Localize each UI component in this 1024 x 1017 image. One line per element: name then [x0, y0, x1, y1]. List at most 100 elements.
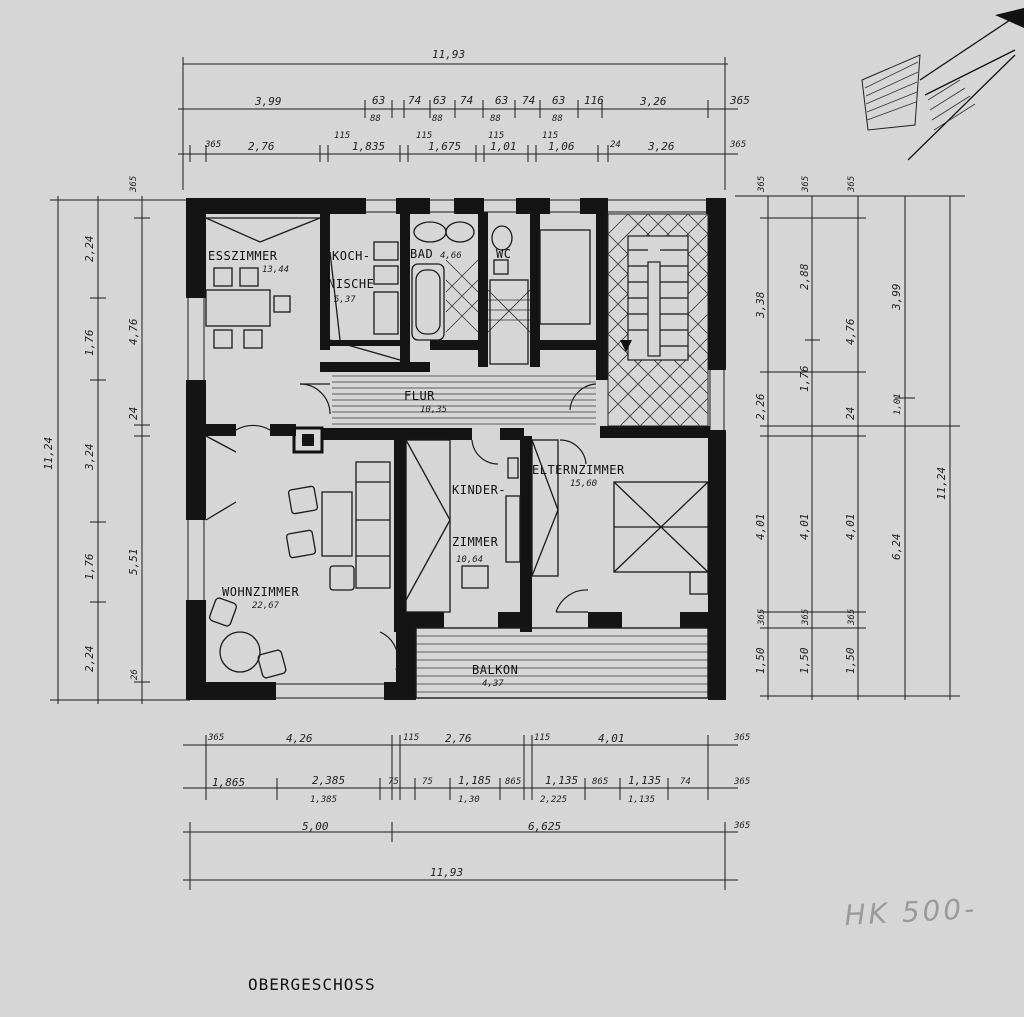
dim-top2-6: 1,675 [428, 140, 461, 153]
room-label-kochnische: KOCH-NISCHE [328, 249, 374, 291]
dim-right2-5: 1,50 [754, 647, 767, 674]
dim-bot3-3: 365 [733, 821, 750, 831]
north-arrow-icon [861, 8, 1024, 161]
dim-bottom-overall: 11,93 [430, 866, 463, 879]
dim-top2-7: 115 [488, 131, 504, 141]
dim-bot2-sub-1: 1,385 [310, 795, 337, 805]
room-area-bad: 4,66 [440, 251, 462, 261]
dim-left3-5: 26 [130, 669, 140, 680]
dim-top2-4: 1,835 [352, 140, 385, 153]
dim-right1-2: 365 [801, 176, 811, 193]
dim-bot2-3: 75 [388, 777, 399, 787]
windows [187, 199, 725, 699]
dim-top2-2: 2,76 [248, 140, 275, 153]
dim-right2-3: 4,01 [754, 514, 767, 541]
dim-top-9: 116 [584, 94, 604, 107]
dim-top-4: 63 [433, 94, 446, 107]
room-label-kinderzimmer: KINDER-ZIMMER [452, 483, 506, 549]
hallway-floor [332, 375, 596, 425]
dim-right5-2: 1,01 [893, 393, 903, 415]
dim-top-5: 74 [460, 94, 473, 107]
dim-top-8: 63 [552, 94, 565, 107]
room-label-wohnzimmer: WOHNZIMMER [222, 585, 300, 599]
dim-top2-12: 3,26 [647, 140, 675, 153]
dim-top2-3: 115 [334, 131, 350, 141]
dim-bot2-5: 1,185 [458, 774, 491, 787]
dim-bot1-1: 365 [207, 733, 224, 743]
dim-bot2-11: 365 [733, 777, 750, 787]
dim-left3-1: 365 [129, 176, 139, 193]
dim-bot1-4: 2,76 [445, 732, 472, 745]
dim-top2-9: 115 [542, 131, 558, 141]
dim-right1-3: 365 [847, 176, 857, 193]
dim-right3-3: 4,01 [798, 514, 811, 541]
kitchen-fixtures [329, 241, 401, 361]
dim-right3-2: 1,76 [798, 365, 811, 392]
room-area-esszimmer: 13,44 [262, 265, 289, 275]
room-area-elternzimmer: 15,60 [570, 479, 597, 489]
dim-right4-4: 365 [847, 609, 857, 626]
room-label-elternzimmer: ELTERNZIMMER [532, 463, 625, 477]
dim-left2-1: 2,24 [83, 236, 96, 263]
dim-right2-2: 2,26 [754, 393, 767, 420]
room-label-balkon: BALKON [472, 663, 518, 677]
dim-bot1-5: 115 [534, 733, 550, 743]
dim-top-11: 365 [729, 94, 750, 107]
dim-bot2-4: 75 [422, 777, 433, 787]
dim-top2-13: 365 [729, 140, 746, 150]
bathroom-fixtures [411, 221, 479, 341]
balcony-floor [415, 627, 709, 699]
dim-bot2-6: 865 [505, 777, 521, 787]
room-area-flur: 10,35 [420, 405, 447, 415]
dim-top2-8: 1,01 [490, 140, 517, 153]
dim-left3-4: 5,51 [127, 549, 140, 576]
dim-bot2-7: 1,135 [545, 774, 578, 787]
bottom-dimensions: 365 4,26 115 2,76 115 4,01 365 1,865 2,3… [183, 732, 750, 890]
dim-top-sub-4: 88 [552, 114, 563, 124]
dim-bot2-9: 1,135 [628, 774, 661, 787]
dim-bot2-1: 1,865 [212, 776, 245, 789]
dim-right1-1: 365 [757, 176, 767, 193]
dim-bot2-sub-3: 2,225 [540, 795, 567, 805]
dim-left2-3: 3,24 [83, 444, 96, 472]
dim-bot3-1: 5,00 [302, 820, 329, 833]
dim-right4-1: 4,76 [844, 318, 857, 345]
dim-bot2-8: 865 [592, 777, 608, 787]
room-label-wc: WC [496, 247, 511, 261]
dim-right3-4: 365 [801, 609, 811, 626]
right-dimensions: 365 365 365 3,38 2,26 4,01 365 1,50 2,88… [735, 176, 965, 700]
dim-bot1-2: 4,26 [286, 732, 313, 745]
dim-left2-4: 1,76 [83, 553, 96, 580]
dim-top-1: 3,99 [254, 95, 282, 108]
dim-left3-3: 24 [127, 407, 140, 420]
interior-walls [206, 212, 726, 698]
dim-left-overall: 11,24 [42, 437, 55, 470]
top-dimensions: 11,93 3,99 63 74 63 74 63 74 63 116 3,26… [178, 48, 750, 190]
dim-top-10: 3,26 [639, 95, 667, 108]
dim-top2-10: 1,06 [548, 140, 575, 153]
living-furniture [205, 435, 391, 679]
dim-top-sub-3: 88 [490, 114, 501, 124]
dim-right4-5: 1,50 [844, 647, 857, 674]
dim-left2-5: 2,24 [83, 646, 96, 673]
drawing-title: OBERGESCHOSS [248, 975, 376, 994]
dim-right-overall: 11,24 [935, 467, 948, 500]
room-label-bad: BAD [410, 247, 433, 261]
dim-bot3-2: 6,625 [528, 820, 561, 833]
dim-bot2-sub-4: 1,135 [628, 795, 655, 805]
dim-top-2: 63 [372, 94, 385, 107]
handwritten-note: HK 500- [844, 892, 978, 932]
staircase [607, 213, 709, 427]
kids-room-furniture [405, 439, 521, 613]
dim-bot1-7: 365 [733, 733, 750, 743]
dim-bot2-sub-2: 1,30 [458, 795, 480, 805]
dim-bot2-10: 74 [680, 777, 691, 787]
room-area-wohnzimmer: 22,67 [252, 601, 280, 611]
room-label-flur: FLUR [404, 389, 435, 403]
dim-right2-1: 3,38 [754, 291, 767, 319]
dim-top2-1: 365 [204, 140, 221, 150]
dim-left3-2: 4,76 [127, 318, 140, 345]
wc-fixtures [487, 225, 591, 365]
dim-top2-5: 115 [416, 131, 432, 141]
